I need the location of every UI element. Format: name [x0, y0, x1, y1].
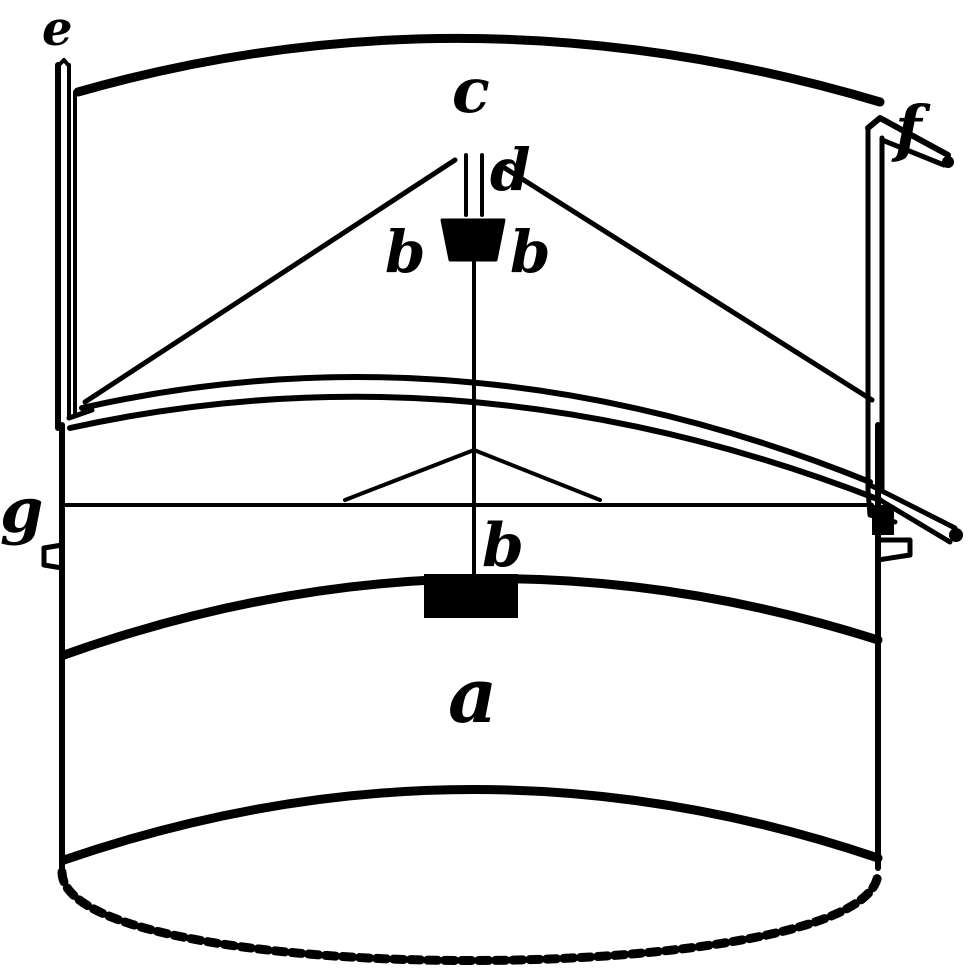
curved-beam	[67, 374, 963, 545]
label-f: f	[891, 92, 931, 165]
right-notch	[875, 537, 913, 563]
label-g: g	[0, 474, 43, 547]
right-post-f	[865, 115, 954, 525]
right-post-handle	[865, 115, 951, 158]
label-b-right: b	[510, 218, 551, 286]
right-handle-knob	[942, 156, 954, 168]
left-post-cap	[56, 58, 71, 68]
label-a: a	[448, 651, 497, 740]
right-string	[497, 162, 875, 403]
horizontal-line-g	[41, 448, 913, 571]
lower-triangle	[343, 448, 602, 502]
left-bracket	[41, 502, 65, 571]
cylinder	[57, 33, 885, 965]
cylinder-bottom-hidden-edge	[57, 867, 883, 965]
upper-weight	[440, 218, 506, 262]
label-d: d	[490, 136, 531, 204]
left-string	[82, 157, 458, 405]
left-post-e	[55, 58, 95, 431]
label-b-lower: b	[482, 511, 524, 581]
beam-knob	[949, 528, 963, 542]
lower-weight	[424, 574, 518, 618]
upper-strings	[82, 157, 875, 405]
right-bracket	[872, 505, 894, 535]
label-e: e	[42, 1, 73, 57]
cylinder-top-rim	[73, 33, 885, 107]
central-stem	[424, 153, 518, 618]
label-c: c	[452, 54, 490, 127]
beam-lower-edge	[67, 393, 883, 503]
label-b-left: b	[385, 218, 426, 286]
left-post-foot	[66, 407, 95, 421]
right-post-handle-lower	[879, 137, 947, 168]
beam-upper-edge	[79, 374, 873, 485]
inner-ring-lower	[59, 785, 883, 865]
